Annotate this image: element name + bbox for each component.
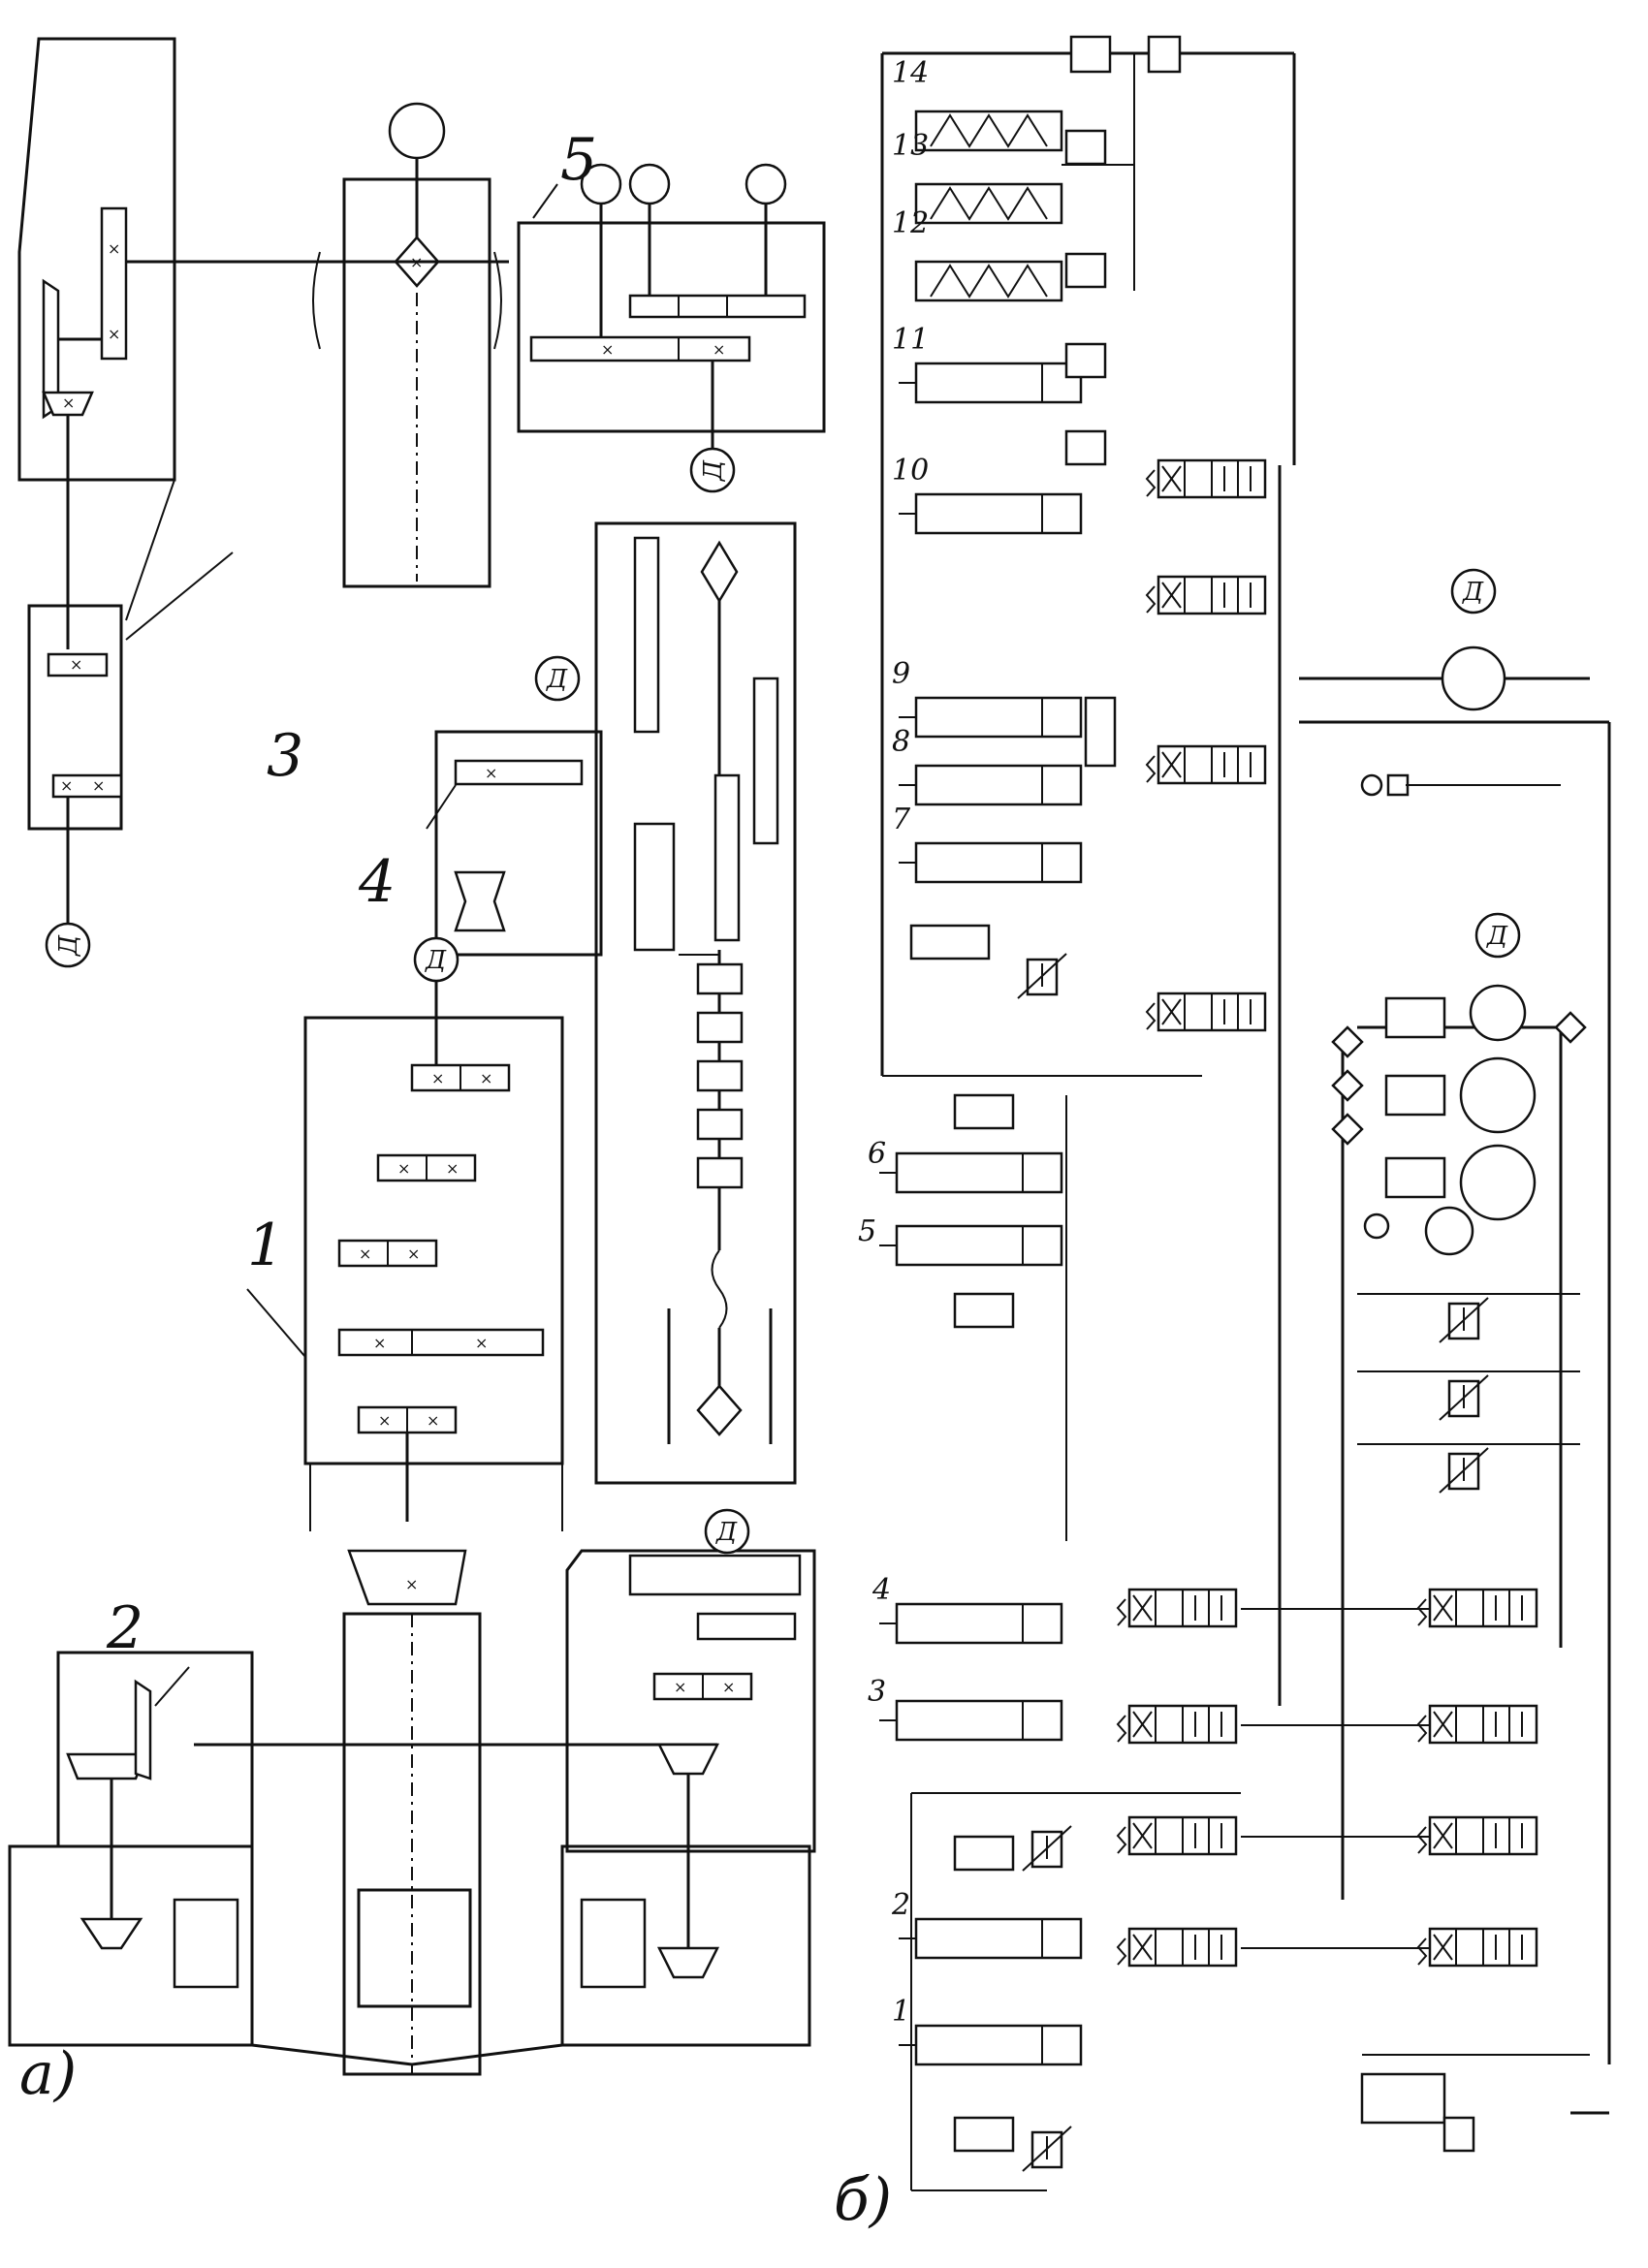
cylinder-label-6: 6 [868,1137,886,1171]
cylinder-label-7: 7 [892,803,911,836]
svg-text:×: × [62,394,75,412]
svg-text:×: × [108,325,120,343]
svg-text:×: × [713,340,725,359]
svg-text:×: × [373,1334,386,1352]
cylinder-label-13: 13 [892,129,929,163]
cylinder-label-8: 8 [892,725,910,759]
mechanical-scheme: × × × × × × × 3 × × 5 × [8,37,826,2108]
svg-text:×: × [70,655,82,674]
label-1: 1 [247,1212,284,1279]
label-5: 5 [560,126,597,194]
part-a-label: а) [19,2040,77,2108]
svg-text:×: × [108,239,120,258]
cylinder-label-10: 10 [892,454,929,488]
svg-text:×: × [485,764,497,782]
svg-text:×: × [405,1575,418,1593]
label-2: 2 [106,1594,143,1662]
cylinder-label-1: 1 [892,1995,910,2029]
label-3: 3 [267,722,303,790]
svg-text:×: × [92,776,105,795]
cylinder-label-2: 2 [891,1888,910,1922]
svg-text:×: × [475,1334,488,1352]
cylinder-label-14: 14 [892,56,929,90]
hydraulic-scheme: 14 13 12 11 10 9 8 7 6 5 4 3 2 1 [834,35,1611,2234]
cylinder-label-11: 11 [892,323,929,357]
svg-text:×: × [60,776,73,795]
svg-text:×: × [601,340,614,359]
cylinder-label-3: 3 [868,1675,886,1709]
cylinder-label-5: 5 [858,1214,876,1248]
cylinder-label-9: 9 [892,657,910,691]
cylinder-label-4: 4 [872,1573,891,1607]
part-b-label: б) [834,2166,892,2234]
label-4: 4 [358,848,396,916]
cylinder-label-12: 12 [892,206,929,240]
clutches [696,962,744,1189]
